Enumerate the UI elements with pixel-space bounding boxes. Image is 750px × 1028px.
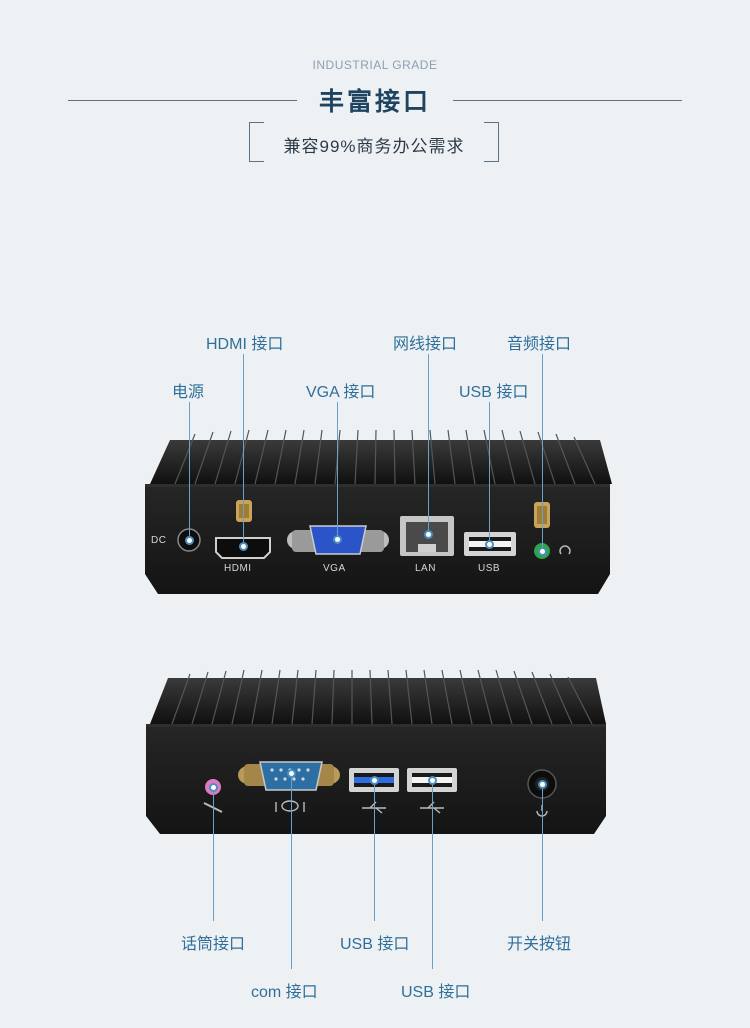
page-title: 丰富接口 — [318, 88, 431, 116]
leader-power — [189, 402, 190, 540]
marker-power — [185, 536, 194, 545]
marker-usb-b — [428, 776, 437, 785]
title-rule-left — [68, 100, 297, 101]
callout-com: com 接口 — [251, 984, 318, 1001]
marker-power-button — [538, 780, 547, 789]
leader-power-button — [542, 784, 543, 921]
callout-usb-a: USB 接口 — [340, 936, 410, 953]
port-label-hdmi: HDMI — [224, 563, 252, 574]
leader-com — [291, 773, 292, 969]
callout-power: 电源 — [172, 384, 205, 401]
marker-audio — [538, 547, 547, 556]
marker-hdmi — [239, 542, 248, 551]
callout-lan: 网线接口 — [393, 336, 458, 353]
leader-mic — [213, 787, 214, 921]
marker-lan — [424, 530, 433, 539]
port-label-usb: USB — [478, 563, 501, 574]
callout-vga: VGA 接口 — [306, 384, 376, 401]
marker-usb — [485, 540, 494, 549]
port-label-lan: LAN — [415, 563, 436, 574]
leader-audio — [542, 354, 543, 551]
port-label-vga: VGA — [323, 563, 346, 574]
leader-usb-b — [432, 780, 433, 969]
callout-hdmi: HDMI 接口 — [206, 336, 284, 353]
tagline-text: 兼容99%商务办公需求 — [283, 137, 465, 156]
tagline-box: 兼容99%商务办公需求 — [249, 122, 499, 162]
marker-usb-a — [370, 776, 379, 785]
callout-usb-b: USB 接口 — [401, 984, 471, 1001]
marker-mic — [209, 783, 218, 792]
callout-power-button: 开关按钮 — [507, 936, 572, 953]
leader-hdmi — [243, 354, 244, 542]
leader-usb-a — [374, 780, 375, 921]
callout-mic: 话筒接口 — [181, 936, 246, 953]
callout-audio: 音频接口 — [507, 336, 572, 353]
marker-com — [287, 769, 296, 778]
leader-vga — [337, 402, 338, 538]
leader-lan — [428, 354, 429, 534]
title-rule-right — [453, 100, 682, 101]
marker-vga — [333, 535, 342, 544]
callout-usb: USB 接口 — [459, 384, 529, 401]
subtitle-english: INDUSTRIAL GRADE — [312, 58, 438, 72]
back-device — [146, 669, 606, 834]
port-label-dc: DC — [151, 535, 167, 546]
leader-usb — [489, 402, 490, 544]
